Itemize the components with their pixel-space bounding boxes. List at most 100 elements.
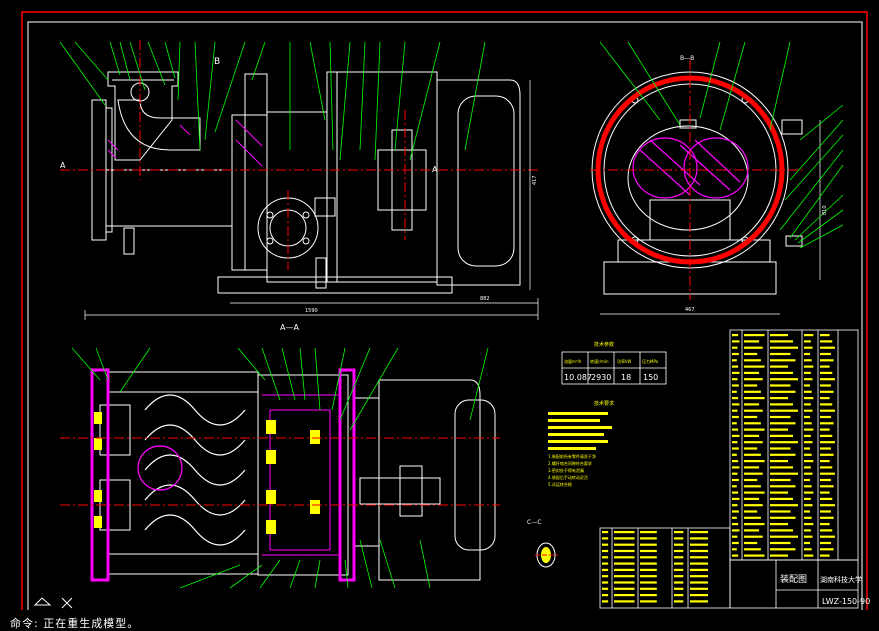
bom-cell-mark [602, 581, 609, 584]
bom-cell-mark [770, 359, 796, 362]
bom-cell-mark [744, 460, 765, 463]
dim-side-width: 467 [685, 307, 695, 313]
bom-cell-mark [804, 378, 813, 381]
bom-cell-mark [770, 523, 788, 526]
bom-cell-mark [744, 478, 758, 482]
command-line[interactable]: 命令: 正在重生成模型。 [10, 617, 140, 630]
side-view-leaders [599, 41, 844, 249]
bom-cell-mark [602, 575, 609, 578]
bom-cell-mark [770, 346, 798, 349]
bom-cell-mark [744, 485, 761, 488]
bom-cell-mark [804, 384, 810, 387]
param-header-1: 转速r/min [590, 358, 609, 364]
bom-cell-mark [804, 548, 812, 551]
bom-cell-mark [640, 543, 657, 546]
parameter-table-title: 技术参数 [594, 341, 614, 348]
bom-cell-mark [770, 529, 793, 532]
notes-line-0: 1.装配前所有零件清洗干净 [548, 453, 596, 459]
bom-cell-mark [770, 504, 798, 507]
bom-cell-mark [804, 460, 814, 463]
bom-cell-mark [614, 537, 635, 540]
bom-cell-mark [744, 346, 763, 349]
bom-cell-mark [744, 415, 758, 419]
param-header-0: 流量m³/h [564, 358, 582, 364]
bom-cell-mark [690, 581, 708, 584]
bom-cell-mark [744, 541, 758, 545]
bom-cell-mark [820, 384, 831, 387]
bom-cell-mark [732, 415, 739, 419]
bom-cell-mark [804, 428, 814, 431]
bom-cell-mark [640, 562, 657, 565]
bom-cell-mark [820, 497, 833, 500]
bom-cell-mark [674, 531, 684, 534]
bom-cell-mark [820, 516, 834, 519]
bom-cell-mark [640, 537, 657, 540]
front-view-leaders [59, 41, 486, 161]
bom-cell-mark [732, 478, 739, 482]
bom-cell-mark [770, 472, 798, 475]
bom-cell-mark [770, 371, 793, 374]
section-view-centerlines [60, 437, 500, 506]
bom-rows [732, 334, 835, 557]
bom-cell-mark [732, 491, 739, 494]
bom-cell-mark [674, 587, 684, 590]
section-view-hatch [90, 368, 356, 582]
bom-cell-mark [804, 529, 811, 532]
bom-cell-mark [770, 478, 791, 482]
bom-cell-mark [820, 346, 835, 349]
bom-cell-mark [744, 403, 760, 406]
bom-cell-mark [820, 359, 834, 362]
side-view-rotors [632, 137, 749, 199]
bom-cell-mark [820, 541, 831, 545]
bom-cell-mark [770, 535, 798, 538]
bom-cell-mark [744, 340, 760, 343]
bom-cell-mark [640, 568, 657, 571]
bom-cell-mark [804, 403, 811, 406]
bom-cell-mark [820, 403, 833, 406]
bom-cell-mark [640, 587, 657, 590]
bom-cell-mark [744, 554, 765, 557]
bom-cell-mark [732, 365, 739, 368]
command-strip [0, 610, 879, 628]
bom-cell-mark [770, 409, 798, 412]
bom-cell-mark [744, 491, 765, 494]
bom-cell-mark [674, 600, 684, 603]
bom-cell-mark [820, 535, 835, 538]
bom-cell-mark [804, 409, 813, 412]
bom-cell-mark [744, 535, 763, 538]
dim-base-length: 882 [480, 296, 490, 302]
ucs-icon [33, 597, 73, 609]
bom-cell-mark [614, 562, 635, 565]
bom-cell-mark [690, 531, 708, 534]
bom-cell-mark [820, 523, 830, 526]
bom-cell-mark [732, 466, 740, 469]
bom-cell-mark [770, 460, 788, 463]
bom-cell-mark [732, 485, 737, 488]
title-block-drawing-no: LWZ-150-90 [822, 597, 870, 606]
bom-cell-mark [744, 352, 758, 356]
bom-cell-mark [640, 531, 657, 534]
bom-cell-mark [732, 497, 740, 500]
front-view-centerlines [60, 40, 540, 270]
notes-line-2: 3.密封处不得有泄漏 [548, 467, 584, 473]
bom-cell-mark [602, 531, 609, 534]
bom-cell-mark [744, 466, 760, 469]
bom-cell-mark [744, 548, 761, 551]
bom-cell-mark [820, 428, 830, 431]
bom-cell-mark [744, 371, 760, 374]
bom-cell-mark [690, 549, 708, 553]
bom-cell-mark [820, 447, 831, 450]
bom-cell-mark [820, 460, 830, 463]
bom-cell-mark [614, 575, 635, 578]
bom-cell-mark [804, 472, 813, 475]
bom-cell-mark [732, 371, 740, 374]
side-view-dimensions [600, 120, 821, 315]
view-label-b: B [214, 57, 220, 67]
bom-cell-mark [770, 390, 796, 393]
bom-cell-mark [804, 523, 814, 526]
bom-cell-mark [732, 460, 739, 463]
bom-cell-mark [732, 334, 739, 337]
bom-cell-mark [820, 504, 835, 507]
bom-cell-mark [602, 600, 609, 603]
